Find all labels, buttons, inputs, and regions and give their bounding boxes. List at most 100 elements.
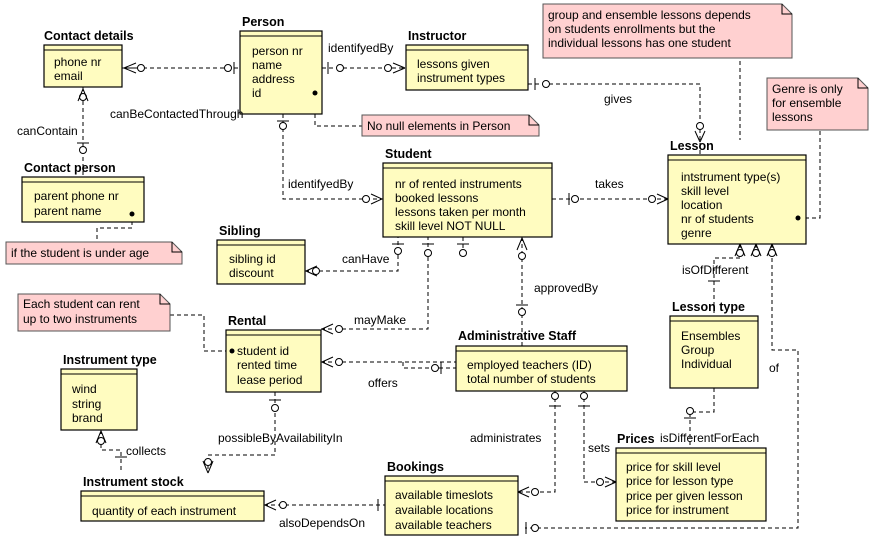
relation-label: gives: [604, 92, 632, 106]
marker-crow-lesson-top: [694, 130, 706, 143]
entity-bookings[interactable]: Bookings available timeslots available l…: [384, 460, 519, 536]
note-line: Each student can rent: [23, 297, 140, 311]
entity-attribute: instrument types: [417, 71, 505, 85]
marker-zero-person-left: [224, 64, 232, 72]
entity-attribute: person nr: [252, 44, 303, 58]
marker-zero-rental-bottom: [271, 404, 279, 412]
marker-zero-student-bottom-2: [424, 249, 432, 257]
entity-title: Bookings: [387, 460, 444, 474]
entity-attribute: lessons taken per month: [395, 205, 526, 219]
marker-crow-rental-right: [321, 323, 334, 335]
marker-crow-sibling-right: [305, 265, 318, 277]
entity-sibling[interactable]: Sibling sibling id discount: [216, 224, 306, 285]
entity-lesson[interactable]: Lesson intstrument type(s) skill level l…: [667, 139, 807, 245]
attribute-dot: [129, 211, 135, 217]
entity-attribute: brand: [72, 411, 103, 425]
note-line: for ensemble: [772, 96, 842, 110]
entity-attribute: discount: [229, 266, 274, 280]
entity-attribute: nr of rented instruments: [395, 177, 522, 191]
entity-attribute: student id: [237, 344, 289, 358]
entity-attribute: skill level NOT NULL: [395, 219, 506, 233]
marker-crow-student-left: [370, 193, 383, 205]
relation-label: mayMake: [354, 313, 406, 327]
entity-instructor[interactable]: Instructor lessons given instrument type…: [405, 29, 529, 91]
marker-zero-person-bottom: [279, 122, 287, 130]
entity-prices[interactable]: Prices price for skill level price for l…: [615, 432, 767, 522]
entity-lesson-type[interactable]: Lesson type Ensembles Group Individual: [669, 300, 759, 389]
connector-lesson-prices: [525, 244, 799, 529]
connector-student-rental: [321, 237, 429, 330]
entity-administrative-staff[interactable]: Administrative Staff employed teachers (…: [455, 329, 628, 392]
marker-crow-prices-left: [604, 476, 617, 488]
relation-label: canHave: [342, 252, 390, 266]
entity-person[interactable]: Person person nr name address id: [239, 15, 323, 115]
entity-attribute: available timeslots: [395, 488, 493, 502]
entity-attribute: booked lessons: [395, 191, 478, 205]
note-line: group and ensemble lessons depends: [548, 8, 751, 22]
connector-lesson-type-prices: [689, 388, 715, 446]
entity-instrument-stock[interactable]: Instrument stock quantity of each instru…: [80, 475, 265, 522]
note-line: lessons: [772, 110, 813, 124]
entity-attribute: nr of students: [681, 212, 754, 226]
entity-attribute: lessons given: [417, 57, 490, 71]
entity-attribute: price for instrument: [626, 503, 729, 517]
relation-label: administrates: [470, 431, 541, 445]
note-line: individual lessons has one student: [548, 36, 731, 50]
marker-crow-stock-right: [264, 499, 277, 511]
entity-title: Student: [385, 147, 432, 161]
marker-zero-bookings-right-top: [531, 488, 539, 496]
entity-attribute: sibling id: [229, 252, 276, 266]
entity-attribute: id: [252, 86, 261, 100]
marker-crow-instructor-left: [392, 62, 406, 74]
marker-zero-student-bottom-1: [394, 247, 402, 255]
entity-instrument-type[interactable]: Instrument type wind string brand: [60, 353, 157, 431]
entity-attribute: available locations: [395, 503, 493, 517]
relation-label: identifyedBy: [328, 41, 393, 55]
entity-attribute: available teachers: [395, 518, 492, 532]
entity-attribute: intstrument type(s): [681, 170, 780, 184]
marker-zero-rental-right-2: [335, 358, 343, 366]
marker-zero-prices-top: [686, 407, 694, 415]
marker-zero-admin-left: [431, 364, 439, 372]
marker-crow-rental-right-2: [321, 356, 334, 368]
entity-title: Lesson type: [672, 300, 745, 314]
entity-attribute: Ensembles: [681, 329, 740, 343]
entity-title: Instrument type: [63, 353, 157, 367]
marker-zero-rental-right: [335, 325, 343, 333]
marker-zero-contact-details: [137, 64, 145, 72]
entity-rental[interactable]: Rental student id rented time lease peri…: [225, 314, 322, 393]
attribute-dot: [795, 215, 801, 221]
entity-attribute: address: [252, 72, 295, 86]
marker-crow-contact-details: [123, 62, 137, 74]
marker-zero-admin-bottom-1: [551, 392, 559, 400]
entity-contact-person[interactable]: Contact person parent phone nr parent na…: [21, 161, 145, 223]
relation-label: isDifferentForEach: [660, 431, 759, 445]
marker-zero-student-right: [571, 195, 579, 203]
entity-title: Person: [242, 15, 284, 29]
entity-contact-details[interactable]: Contact details phone nr email: [43, 29, 134, 88]
entity-attribute: name: [252, 58, 282, 72]
entity-title: Instructor: [408, 29, 466, 43]
marker-zero-lesson-top: [696, 122, 704, 130]
connector-note-rental: [170, 314, 226, 352]
relation-label: collects: [126, 444, 166, 458]
marker-zero-instructor-right: [542, 80, 550, 88]
relation-label: isOfDifferent: [682, 263, 749, 277]
entity-attribute: skill level: [681, 184, 729, 198]
entity-attribute: total number of students: [467, 372, 596, 386]
entity-title: Instrument stock: [83, 475, 184, 489]
marker-zero-student-bottom-4: [518, 252, 526, 260]
marker-zero-contact-person-top: [79, 146, 87, 154]
relation-labels: identifyedBy canBeContactedThrough canCo…: [17, 41, 780, 530]
connector-admin-prices: [583, 391, 616, 483]
connector-rental-admin: [321, 361, 456, 369]
note-genre: Genre is only for ensemble lessons: [766, 77, 869, 131]
entity-attribute: rented time: [237, 358, 297, 372]
connector-type-stock: [100, 430, 122, 472]
note-line: No null elements in Person: [367, 119, 510, 133]
entity-student[interactable]: Student nr of rented instruments booked …: [382, 147, 553, 238]
entity-attribute: Group: [681, 343, 715, 357]
entity-attribute: string: [72, 397, 101, 411]
relation-label: offers: [368, 376, 398, 390]
relation-label: of: [769, 361, 780, 375]
